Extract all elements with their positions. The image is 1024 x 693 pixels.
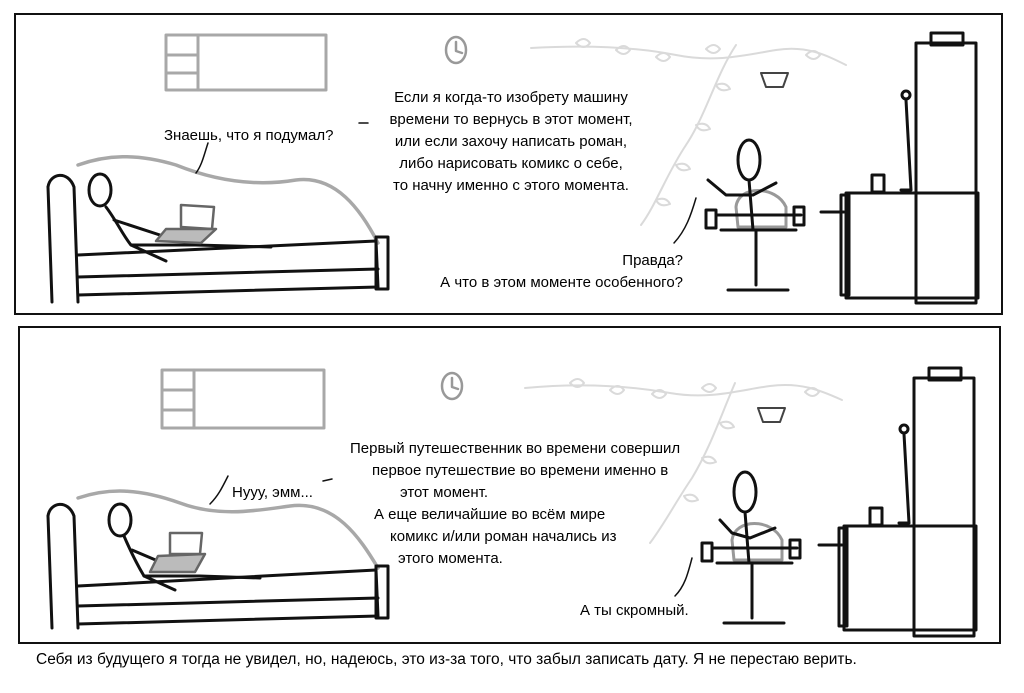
vine xyxy=(530,38,847,226)
laptop xyxy=(148,531,207,574)
window xyxy=(164,33,328,92)
desk-chair xyxy=(704,138,806,292)
monitor xyxy=(870,89,913,194)
panel-2-drawing xyxy=(46,366,978,638)
wall-clock xyxy=(444,35,468,65)
comic-caption: Себя из будущего я тогда не увидел, но, … xyxy=(36,651,857,668)
speech-left: Знаешь, что я подумал? xyxy=(164,127,334,144)
hanging-pot xyxy=(760,72,789,88)
wall-clock xyxy=(440,371,464,401)
comic-panel-1: Знаешь, что я подумал? Если я когда-то и… xyxy=(14,13,1003,315)
sofa-back xyxy=(76,489,380,570)
desk xyxy=(819,31,980,305)
comic-panel-2: Нууу, эмм... Первый путешественник во вр… xyxy=(18,326,1001,644)
sofa-back xyxy=(76,155,380,245)
speech-left: Нууу, эмм... xyxy=(232,484,313,501)
person-on-bed xyxy=(107,502,262,592)
monitor xyxy=(868,423,911,527)
speech-right: А ты скромный. xyxy=(580,602,689,619)
window xyxy=(160,368,326,430)
desk-chair xyxy=(700,470,802,625)
panel-1-drawing xyxy=(46,31,980,305)
hanging-pot xyxy=(757,407,786,423)
speech-center: Если я когда-то изобрету машину времени … xyxy=(389,89,633,194)
bed xyxy=(46,173,390,304)
speech-center: Первый путешественник во времени соверши… xyxy=(350,440,681,567)
bed xyxy=(46,502,390,630)
desk xyxy=(817,366,978,638)
vine xyxy=(524,378,843,544)
speech-right: Правда? А что в этом моменте особенного? xyxy=(440,252,683,291)
laptop xyxy=(154,203,218,245)
